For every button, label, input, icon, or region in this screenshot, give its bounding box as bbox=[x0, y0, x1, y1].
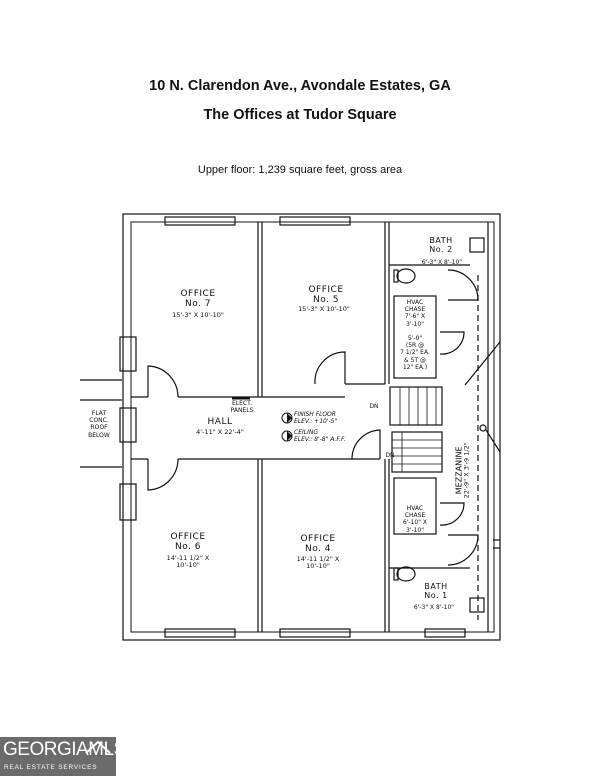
stair-upper bbox=[389, 386, 443, 426]
stair-note: 5'-0"(5R @ 7 1/2" EA.& 5T @ 12" EA.) bbox=[400, 335, 430, 371]
door-swing bbox=[147, 365, 179, 398]
door-swing bbox=[147, 458, 179, 491]
building-name: The Offices at Tudor Square bbox=[203, 107, 397, 123]
dn-label-lower: DN bbox=[385, 452, 395, 459]
elect-panels-label: ELECT.PANELS bbox=[230, 400, 254, 415]
door-swing bbox=[439, 331, 465, 355]
house-roof-icon bbox=[85, 740, 111, 754]
property-address: 10 N. Clarendon Ave., Avondale Estates, … bbox=[149, 78, 451, 94]
door-swing bbox=[351, 429, 381, 460]
dn-label-upper: DN bbox=[369, 403, 379, 410]
window bbox=[279, 628, 351, 638]
sink bbox=[469, 237, 485, 253]
window bbox=[119, 483, 137, 521]
office-5-dims: 15'-3" X 10'-10" bbox=[298, 305, 350, 313]
door-swing bbox=[314, 351, 346, 385]
window bbox=[424, 628, 466, 638]
window bbox=[164, 628, 236, 638]
window bbox=[119, 407, 137, 443]
watermark-brand: GEORGIAMLS bbox=[3, 739, 126, 760]
door-swing bbox=[439, 502, 465, 526]
watermark-tagline: REAL ESTATE SERVICES bbox=[4, 764, 98, 771]
window bbox=[164, 216, 236, 226]
door-swing bbox=[447, 269, 479, 301]
hall-name: HALL bbox=[207, 417, 233, 427]
door-swing bbox=[447, 534, 479, 566]
stair-lower bbox=[391, 431, 443, 473]
outer-wall bbox=[122, 213, 501, 641]
hvac-chase-upper bbox=[393, 295, 437, 379]
window bbox=[279, 216, 351, 226]
mezzanine-label: MEZZANINE 22'-9" X 3'-9 1/2" bbox=[454, 442, 471, 499]
bath-2-dims: 6'-3" X 8'-10" bbox=[421, 259, 463, 266]
georgia-mls-watermark: GEORGIAMLS REAL ESTATE SERVICES bbox=[0, 737, 126, 776]
hall-dims: 4'-11" X 22'-4" bbox=[196, 428, 244, 436]
office-7-dims: 15'-3" X 10'-10" bbox=[172, 311, 224, 319]
inner-wall bbox=[130, 221, 495, 633]
toilet bbox=[396, 566, 416, 582]
toilet bbox=[396, 268, 416, 284]
sink bbox=[469, 597, 485, 613]
hvac-chase-lower bbox=[393, 477, 437, 535]
bath-1-dims: 6'-3" X 8'-10" bbox=[413, 604, 455, 611]
area-note: Upper floor: 1,239 square feet, gross ar… bbox=[197, 164, 403, 176]
window bbox=[119, 336, 137, 372]
